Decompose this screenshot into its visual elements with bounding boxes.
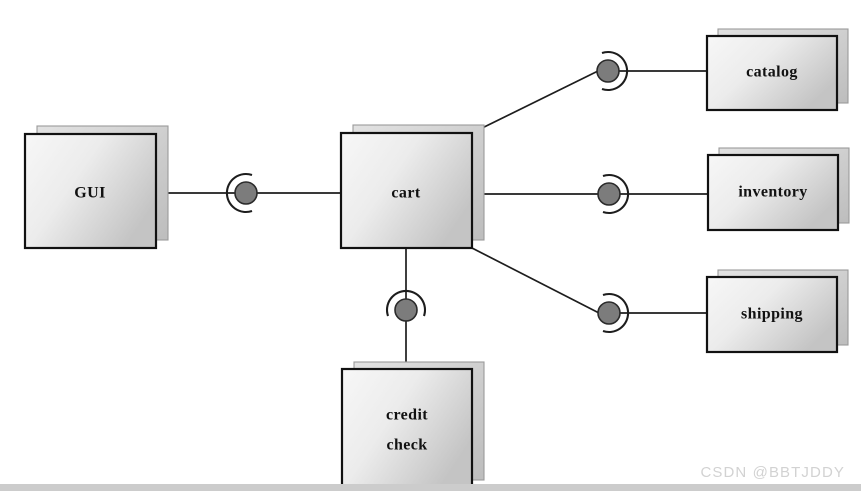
socket-arc-icon — [385, 289, 427, 317]
credit-check-label-line2: check — [386, 437, 427, 454]
gui-box[interactable] — [23, 132, 158, 250]
component-inventory[interactable]: inventory — [706, 147, 850, 232]
cart-label: cart — [391, 185, 420, 202]
interface-cart-catalog[interactable] — [596, 50, 629, 92]
shipping-label: shipping — [741, 306, 803, 323]
gui-label: GUI — [74, 185, 105, 202]
catalog-box[interactable] — [705, 34, 839, 112]
socket-arc-icon — [601, 50, 629, 92]
cart-box[interactable] — [339, 131, 474, 250]
socket-arc-icon — [602, 292, 630, 334]
component-cart[interactable]: cart — [339, 124, 485, 250]
cart-to-catalog-line — [471, 70, 599, 134]
bottom-edge-strip — [0, 484, 861, 491]
socket-arc-icon — [225, 172, 253, 214]
component-credit-check[interactable]: credit check — [340, 361, 485, 489]
provided-interface-ball-icon[interactable] — [597, 182, 621, 206]
interface-cart-credit-check[interactable] — [385, 289, 427, 322]
component-gui[interactable]: GUI — [23, 125, 169, 250]
connector-lines — [156, 70, 708, 369]
credit-check-box[interactable] — [340, 367, 474, 489]
provided-interface-ball-icon[interactable] — [234, 181, 258, 205]
socket-arc-icon — [602, 173, 630, 215]
interface-cart-inventory[interactable] — [597, 173, 630, 215]
component-catalog[interactable]: catalog — [705, 28, 849, 112]
shipping-box[interactable] — [705, 275, 839, 354]
component-shipping[interactable]: shipping — [705, 269, 849, 354]
provided-interface-ball-icon[interactable] — [596, 59, 620, 83]
interface-gui-cart[interactable] — [225, 172, 258, 214]
inventory-label: inventory — [738, 184, 807, 201]
interface-cart-shipping[interactable] — [597, 292, 630, 334]
provided-interface-ball-icon[interactable] — [597, 301, 621, 325]
cart-to-shipping-line — [471, 247, 600, 314]
catalog-label: catalog — [746, 64, 798, 81]
provided-interface-ball-icon[interactable] — [394, 298, 418, 322]
inventory-box[interactable] — [706, 153, 840, 232]
credit-check-label-line1: credit — [386, 407, 428, 424]
watermark: CSDN @BBTJDDY — [700, 464, 845, 481]
